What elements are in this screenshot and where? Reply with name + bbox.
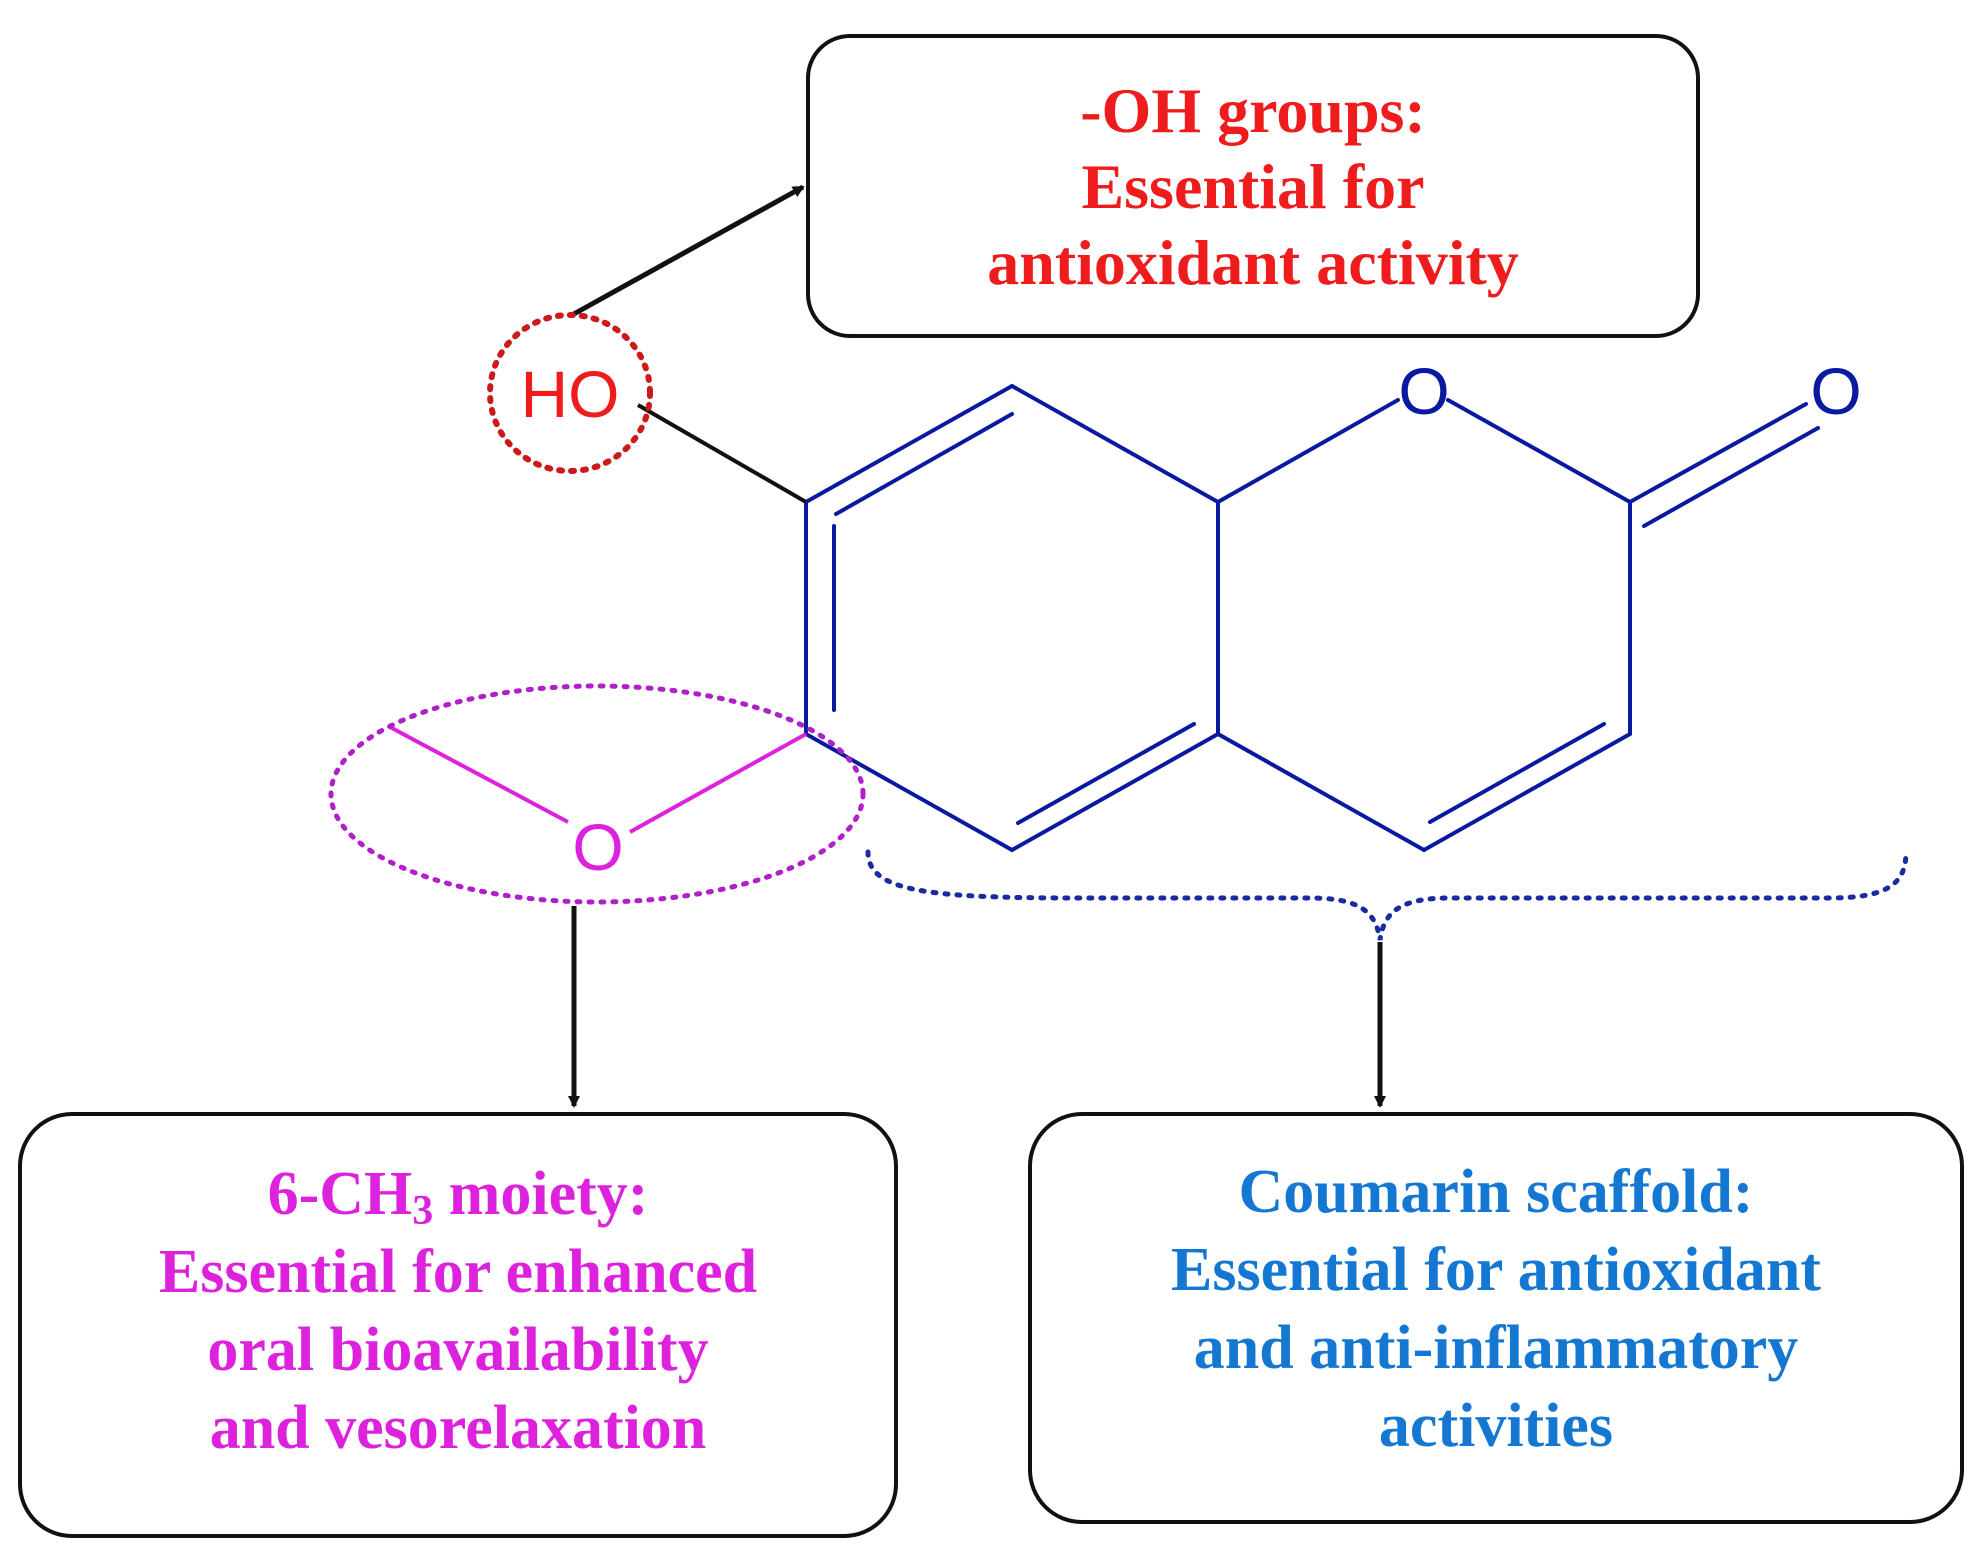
- coumarin-scaffold-line-3: and anti-inflammatory: [1194, 1314, 1799, 1382]
- methyl-moiety-box: [18, 1112, 898, 1538]
- oh-groups-line-2: Essential for: [1081, 151, 1424, 222]
- coumarin-scaffold-line-2: Essential for antioxidant: [1171, 1236, 1821, 1304]
- double-bond-c4a-c5: [1016, 722, 1196, 825]
- bond-c7-c8: [804, 384, 1014, 504]
- scaffold-brace: [865, 849, 1909, 941]
- arrow-to-oh-box: [570, 184, 805, 318]
- coumarin-scaffold-title: Coumarin scaffold:: [1239, 1158, 1754, 1226]
- double-bond-c7-c8: [834, 412, 1014, 516]
- oh-groups-box: [806, 34, 1700, 338]
- bond-c6-o-methoxy: [629, 732, 807, 834]
- methoxy-highlight-ellipse: [328, 683, 866, 905]
- bond-c8a-o1: [1216, 398, 1400, 504]
- methoxy-oxygen-atom: O: [572, 810, 623, 884]
- subscript-3: 3: [412, 1188, 433, 1234]
- methyl-moiety-title: 6-CH3 moiety:: [268, 1160, 649, 1234]
- bond-c8-c8a: [1010, 384, 1220, 504]
- bond-c4a-c5: [1010, 732, 1220, 852]
- hydroxyl-highlight-circle: [487, 312, 653, 474]
- carbonyl-oxygen-atom: O: [1810, 354, 1861, 428]
- coumarin-molecule: [804, 384, 1820, 852]
- double-bond-c3-c4: [1428, 722, 1606, 824]
- methyl-moiety-line-3: oral bioavailability: [207, 1316, 708, 1384]
- bond-c5-c6: [804, 732, 1014, 852]
- bond-c3-c4: [1422, 732, 1632, 852]
- bond-c2-o-carbonyl: [1628, 402, 1808, 504]
- oh-groups-title: -OH groups:: [1080, 75, 1426, 146]
- coumarin-scaffold-line-4: activities: [1379, 1392, 1613, 1460]
- double-bond-c2-o-carbonyl: [1642, 426, 1820, 528]
- methyl-moiety-line-2: Essential for enhanced: [159, 1238, 757, 1306]
- bond-o1-c2: [1446, 398, 1632, 504]
- coumarin-scaffold-box: [1028, 1112, 1964, 1524]
- methyl-moiety-line-4: and vesorelaxation: [210, 1394, 707, 1462]
- ring-oxygen-atom: O: [1398, 354, 1449, 428]
- bond-o-ch3: [387, 724, 569, 824]
- hydroxyl-atom-label: HO: [521, 357, 620, 431]
- bond-c4-c4a: [1216, 732, 1426, 852]
- oh-groups-line-3: antioxidant activity: [987, 227, 1519, 298]
- bond-c7-oh: [636, 403, 808, 504]
